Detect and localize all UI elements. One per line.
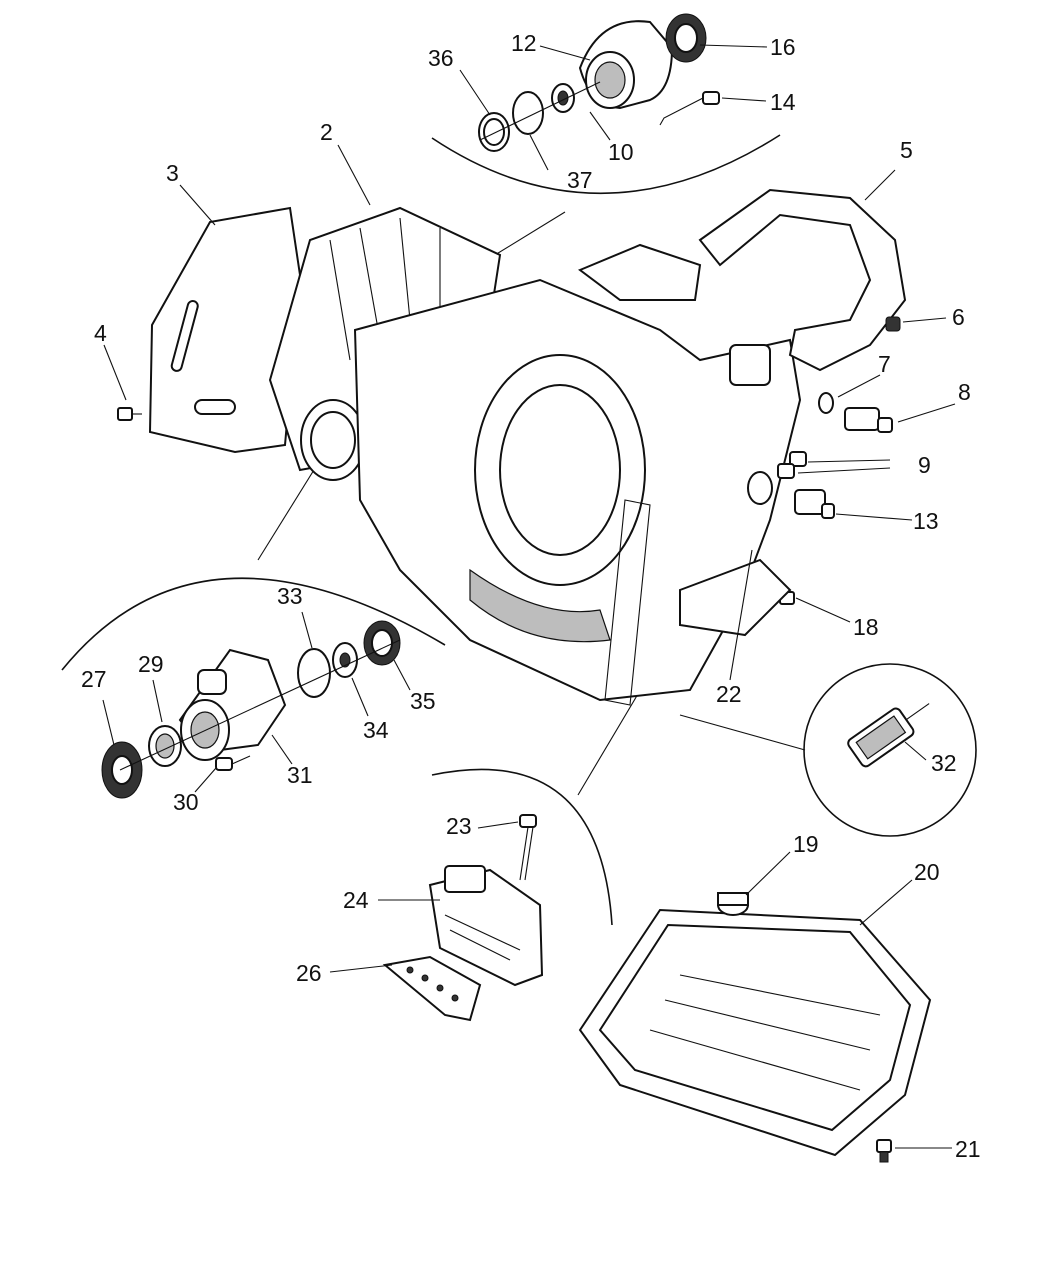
bearing-retainer-12	[578, 20, 674, 110]
bolt-23	[519, 814, 537, 881]
o-ring-7	[818, 392, 834, 414]
callout-3: 3	[166, 160, 179, 186]
bolt-21	[876, 1139, 892, 1163]
callout-32: 32	[931, 750, 957, 776]
callout-5: 5	[900, 137, 913, 163]
callout-7: 7	[878, 351, 891, 377]
bolt-4	[117, 407, 142, 421]
callout-leaders	[102, 44, 956, 1149]
separator-plate-26	[382, 955, 482, 1022]
callout-18: 18	[853, 614, 879, 640]
callout-4: 4	[94, 320, 107, 346]
callout-23: 23	[446, 813, 472, 839]
callout-37: 37	[567, 167, 593, 193]
bottom-detail-arc	[431, 768, 613, 926]
gasket-outline-22	[604, 499, 651, 706]
callout-35: 35	[410, 688, 436, 714]
bolt-14	[659, 91, 720, 126]
callout-14: 14	[770, 89, 796, 115]
callout-36: 36	[428, 45, 454, 71]
callout-8: 8	[958, 379, 971, 405]
bolt-30	[215, 755, 251, 771]
speed-sensor-13	[747, 471, 835, 519]
valve-body-24	[428, 865, 544, 987]
bearing-29	[148, 725, 182, 767]
group-leader-inset	[679, 714, 806, 751]
filter-32	[847, 703, 930, 768]
washer-34	[332, 642, 358, 678]
plug-6	[885, 316, 901, 332]
gasket-5	[698, 188, 907, 372]
seal-35	[363, 620, 401, 666]
callout-34: 34	[363, 717, 389, 743]
callout-12: 12	[511, 30, 537, 56]
callout-24: 24	[343, 887, 369, 913]
assembly-axis-top	[479, 81, 601, 141]
callout-9: 9	[918, 452, 931, 478]
callout-19: 19	[793, 831, 819, 857]
callout-6: 6	[952, 304, 965, 330]
callout-16: 16	[770, 34, 796, 60]
solenoid-block-22	[679, 558, 792, 637]
callout-20: 20	[914, 859, 940, 885]
group-leader-top	[489, 211, 566, 259]
callout-26: 26	[296, 960, 322, 986]
oil-pan-20	[578, 908, 932, 1157]
callout-27: 27	[81, 666, 107, 692]
sensor-8	[844, 407, 893, 433]
callout-21: 21	[955, 1136, 981, 1162]
callout-10: 10	[608, 139, 634, 165]
flange-27	[101, 741, 143, 799]
callout-2: 2	[320, 119, 333, 145]
callout-13: 13	[913, 508, 939, 534]
o-ring-37	[512, 91, 544, 135]
extension-housing-31	[178, 648, 287, 761]
assembly-axis-left	[119, 639, 401, 771]
callout-33: 33	[277, 583, 303, 609]
callout-22: 22	[716, 681, 742, 707]
o-ring-36	[478, 112, 510, 152]
washer-10	[551, 83, 575, 113]
fittings-9	[777, 451, 807, 479]
top-detail-arc	[431, 134, 781, 195]
callout-29: 29	[138, 651, 164, 677]
left-detail-arc	[61, 577, 446, 671]
callout-30: 30	[173, 789, 199, 815]
plug-19	[717, 892, 749, 916]
gasket-3	[148, 206, 302, 454]
seal-16	[665, 13, 707, 63]
o-ring-33	[297, 648, 331, 698]
callout-31: 31	[287, 762, 313, 788]
